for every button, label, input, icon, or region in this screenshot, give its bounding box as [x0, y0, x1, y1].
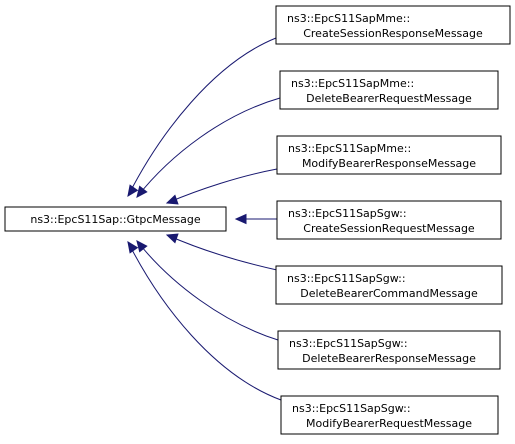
- inheritance-edge: [136, 97, 281, 198]
- derived-class-node[interactable]: ns3::EpcS11SapMme:: ModifyBearerResponse…: [276, 135, 502, 175]
- derived-class-name: DeleteBearerResponseMessage: [302, 352, 476, 365]
- derived-class-node[interactable]: ns3::EpcS11SapSgw:: CreateSessionRequest…: [276, 200, 502, 240]
- arrowhead-icon: [136, 240, 148, 253]
- derived-class-name: ModifyBearerResponseMessage: [302, 157, 476, 170]
- derived-class-namespace: ns3::EpcS11SapSgw::: [287, 272, 406, 285]
- derived-class-node[interactable]: ns3::EpcS11SapSgw:: DeleteBearerCommandM…: [275, 265, 503, 305]
- inheritance-edges: [127, 37, 282, 401]
- inheritance-edge: [127, 37, 277, 197]
- derived-class-name: CreateSessionRequestMessage: [303, 222, 475, 235]
- derived-class-namespace: ns3::EpcS11SapMme::: [288, 142, 411, 155]
- derived-class-name: CreateSessionResponseMessage: [303, 27, 483, 40]
- derived-class-node[interactable]: ns3::EpcS11SapMme:: DeleteBearerRequestM…: [279, 70, 499, 110]
- derived-class-namespace: ns3::EpcS11SapSgw::: [292, 402, 411, 415]
- derived-class-namespace: ns3::EpcS11SapMme::: [291, 77, 414, 90]
- derived-class-name: DeleteBearerRequestMessage: [306, 92, 472, 105]
- inheritance-edge: [166, 234, 278, 271]
- inheritance-edge: [166, 168, 278, 204]
- inheritance-edge: [127, 241, 282, 401]
- derived-class-node[interactable]: ns3::EpcS11SapMme:: CreateSessionRespons…: [275, 5, 511, 45]
- derived-class-name: DeleteBearerCommandMessage: [300, 287, 478, 300]
- base-class-label: ns3::EpcS11Sap::GtpcMessage: [30, 213, 201, 226]
- arrowhead-icon: [127, 241, 139, 254]
- derived-class-namespace: ns3::EpcS11SapMme::: [287, 12, 410, 25]
- derived-class-namespace: ns3::EpcS11SapSgw::: [288, 207, 407, 220]
- arrowhead-icon: [136, 185, 148, 198]
- arrowhead-icon: [165, 194, 179, 205]
- derived-class-node[interactable]: ns3::EpcS11SapSgw:: ModifyBearerRequestM…: [280, 395, 499, 435]
- arrowhead-icon: [165, 233, 179, 244]
- arrowhead-icon: [127, 184, 139, 197]
- inheritance-edge: [136, 240, 279, 341]
- arrowhead-icon: [234, 213, 247, 225]
- derived-class-namespace: ns3::EpcS11SapSgw::: [289, 337, 408, 350]
- derived-class-node[interactable]: ns3::EpcS11SapSgw:: DeleteBearerResponse…: [277, 330, 501, 370]
- base-class-node[interactable]: ns3::EpcS11Sap::GtpcMessage: [4, 206, 227, 232]
- derived-class-name: ModifyBearerRequestMessage: [306, 417, 472, 430]
